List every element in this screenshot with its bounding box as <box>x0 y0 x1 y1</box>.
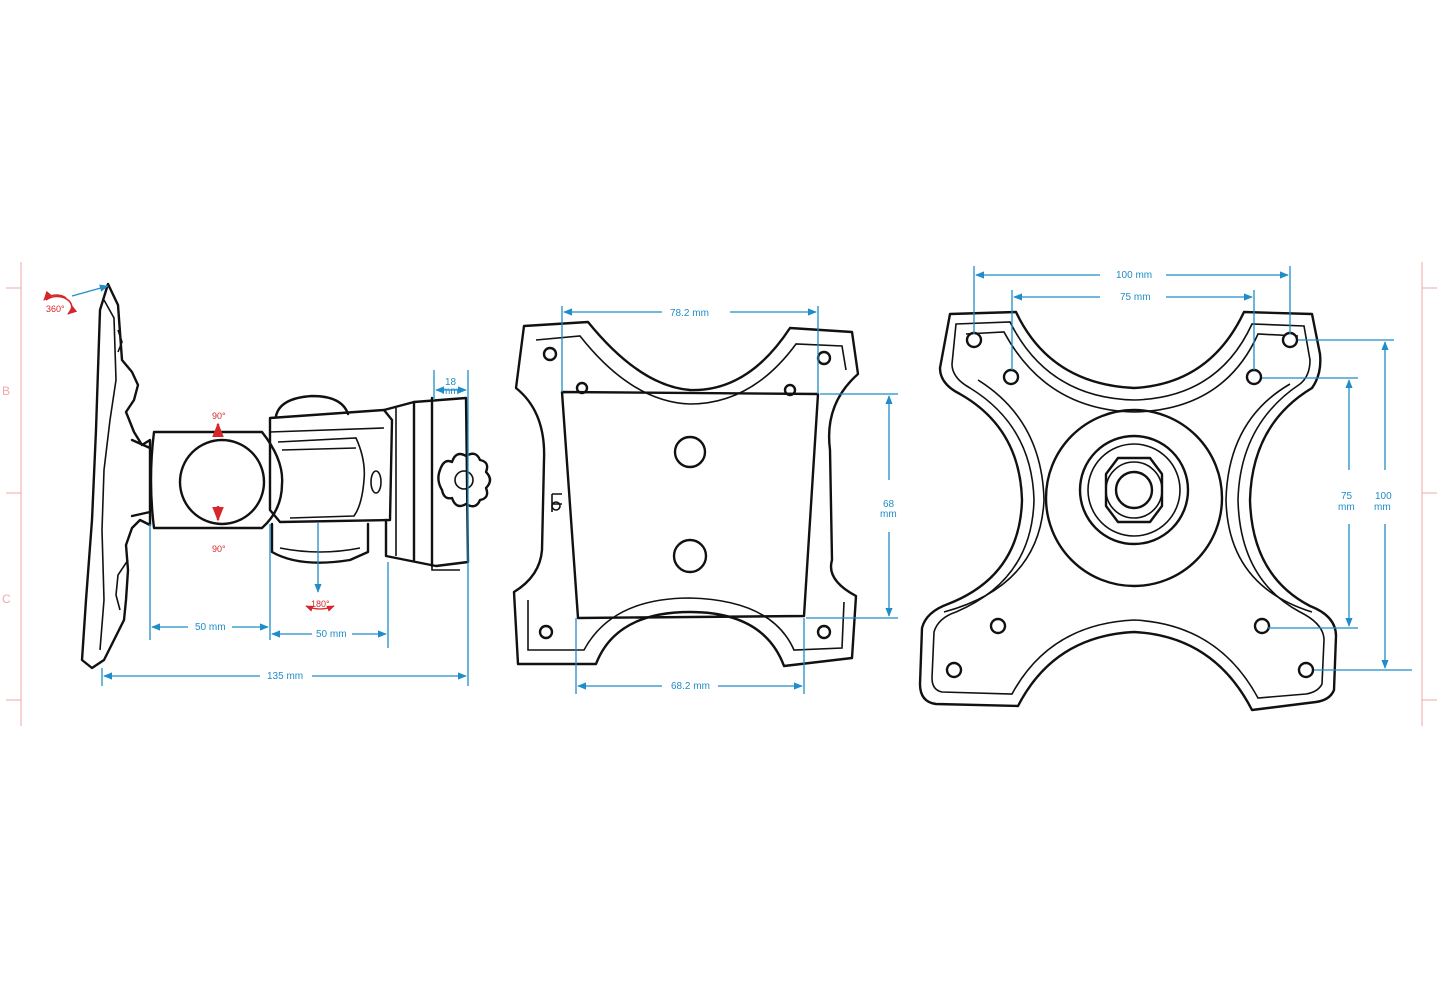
dim-arm-2-label: 50 mm <box>316 629 347 640</box>
rotation-360-indicator: 360° <box>43 284 109 315</box>
dim-height-unit: mm <box>880 509 897 520</box>
side-view: 360° 90° 90° 180° 50 mm <box>43 282 492 686</box>
central-boss <box>1044 408 1224 588</box>
dim-inner-height-unit: mm <box>1338 502 1355 513</box>
hole-100-tr <box>1281 331 1299 349</box>
tilt-up-label: 90° <box>212 411 226 421</box>
vesa-dimensions: 100 mm 75 mm 75 mm 100 mm <box>973 266 1412 671</box>
hole-75-br <box>1253 617 1271 635</box>
vesa-plate-view: 100 mm 75 mm 75 mm 100 mm <box>918 266 1412 712</box>
dim-clamp-value: 18 <box>445 377 457 388</box>
hole-100-bl <box>945 661 963 679</box>
dim-height-value: 68 <box>883 499 895 510</box>
tilt-down-label: 90° <box>212 544 226 554</box>
hole-75-bl <box>989 617 1007 635</box>
mount-hole-bottom <box>672 538 708 574</box>
dim-arm-1-label: 50 mm <box>195 622 226 633</box>
hole-100-br <box>1297 661 1315 679</box>
hole-75-tr <box>1245 368 1263 386</box>
dim-total-label: 135 mm <box>267 671 303 682</box>
hex-nut <box>1104 456 1164 524</box>
vesa-plate-side <box>80 282 152 670</box>
pivot-knob <box>178 438 266 526</box>
back-plate-view: 78.2 mm 68.2 mm 68 mm <box>512 306 898 694</box>
dim-inner-width-label: 75 mm <box>1120 292 1151 303</box>
back-plate-dimensions: 78.2 mm 68.2 mm 68 mm <box>561 306 898 694</box>
dim-outer-height-unit: mm <box>1374 502 1391 513</box>
dim-inner-height-value: 75 <box>1341 491 1353 502</box>
vesa-plate-outer <box>918 310 1338 712</box>
dim-top-width-label: 78.2 mm <box>670 308 709 319</box>
margin-letter-c: C <box>2 592 11 606</box>
swivel-180-label: 180° <box>311 599 330 609</box>
hole-75-tl <box>1002 368 1020 386</box>
tilt-down-indicator: 90° <box>212 506 226 554</box>
tilt-up-indicator: 90° <box>212 411 226 437</box>
margin-marks: B C <box>2 262 1437 726</box>
star-knob <box>437 452 492 508</box>
front-plate <box>560 390 820 620</box>
dim-clamp-unit: mm <box>442 386 459 397</box>
margin-letter-b: B <box>2 384 10 398</box>
swivel-180-indicator: 180° <box>305 522 335 612</box>
rotation-360-label: 360° <box>46 304 65 314</box>
x-plate-outer <box>512 320 860 668</box>
dim-outer-height-value: 100 <box>1375 491 1392 502</box>
side-dimensions: 50 mm 50 mm 135 mm 18 mm <box>101 370 469 686</box>
arm-segment <box>268 408 394 524</box>
mount-hole-top <box>673 435 707 469</box>
hole-100-tl <box>965 331 983 349</box>
dim-outer-width-label: 100 mm <box>1116 270 1152 281</box>
dim-bottom-width-label: 68.2 mm <box>671 681 710 692</box>
